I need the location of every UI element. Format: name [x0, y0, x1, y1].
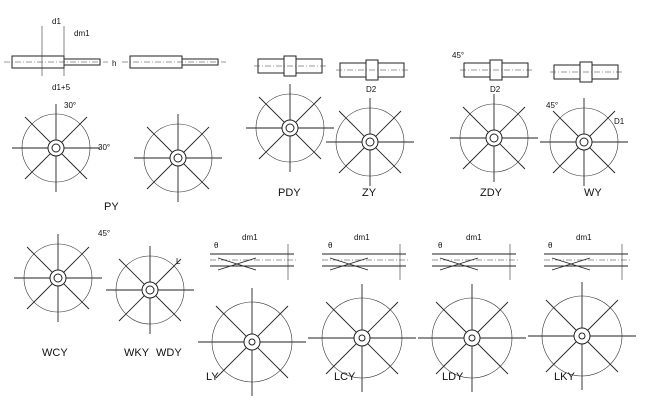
py-d1-label: d1	[52, 17, 61, 26]
wy-side	[549, 61, 623, 83]
wky-l-label: L	[176, 257, 181, 266]
wcy-title: WCY	[42, 347, 68, 359]
ly-dm1-label: dm1	[242, 233, 258, 242]
py-d15-label: d1+5	[52, 83, 71, 92]
wy-title: WY	[584, 187, 602, 199]
lcy-theta-label: θ	[328, 241, 333, 250]
py-rotor-view	[11, 103, 101, 193]
py-title: PY	[104, 201, 119, 213]
lky-side	[543, 243, 633, 281]
ldy-title: LDY	[442, 371, 464, 383]
zdy-rotor	[449, 93, 539, 183]
ly-side	[209, 243, 299, 281]
wky-rotor	[105, 245, 195, 335]
zy-title: ZY	[362, 187, 377, 199]
wy-rotor	[539, 97, 629, 187]
pdy-title: PDY	[278, 187, 301, 199]
wky-angle-label: 45°	[98, 229, 110, 238]
py-side-view: d1 dm1 d1+5 h	[3, 17, 116, 92]
lcy-dm1-label: dm1	[354, 233, 370, 242]
lky-dm1-label: dm1	[576, 233, 592, 242]
lky-title: LKY	[554, 371, 575, 383]
ldy-theta-label: θ	[438, 241, 443, 250]
zdy-title: ZDY	[480, 187, 503, 199]
zy-side	[335, 59, 409, 81]
py-h-label: h	[112, 59, 116, 68]
ly-theta-label: θ	[214, 241, 219, 250]
ldy-side	[431, 243, 521, 281]
ly-title: LY	[206, 371, 219, 383]
py-angle-label: 30°	[64, 101, 76, 110]
pdy-side-view	[121, 55, 227, 69]
lcy-side	[321, 243, 411, 281]
lcy-title: LCY	[334, 371, 356, 383]
wy-angle-label: 45°	[546, 101, 558, 110]
ldy-dm1-label: dm1	[466, 233, 482, 242]
zdy-angle-label: 45°	[452, 51, 464, 60]
zdy-d2-label: D2	[490, 85, 501, 94]
lcy-rotor	[307, 283, 417, 393]
py-dm1-label: dm1	[74, 29, 90, 38]
wcy-rotor	[13, 233, 103, 323]
lky-rotor	[527, 281, 637, 391]
zdy-side	[459, 59, 533, 81]
wy-d1-label: D1	[614, 117, 625, 126]
lky-theta-label: θ	[548, 241, 553, 250]
zy-d2-label: D2	[366, 85, 377, 94]
pdy-rotor	[245, 83, 335, 173]
wky-title: WKY	[124, 347, 150, 359]
pdy-rotor-view	[133, 113, 223, 203]
ldy-rotor	[417, 283, 527, 393]
py-angle2-label: 30°	[98, 143, 110, 152]
pdy-side-detail	[253, 55, 327, 77]
zy-rotor	[325, 97, 415, 187]
wdy-title: WDY	[156, 347, 182, 359]
